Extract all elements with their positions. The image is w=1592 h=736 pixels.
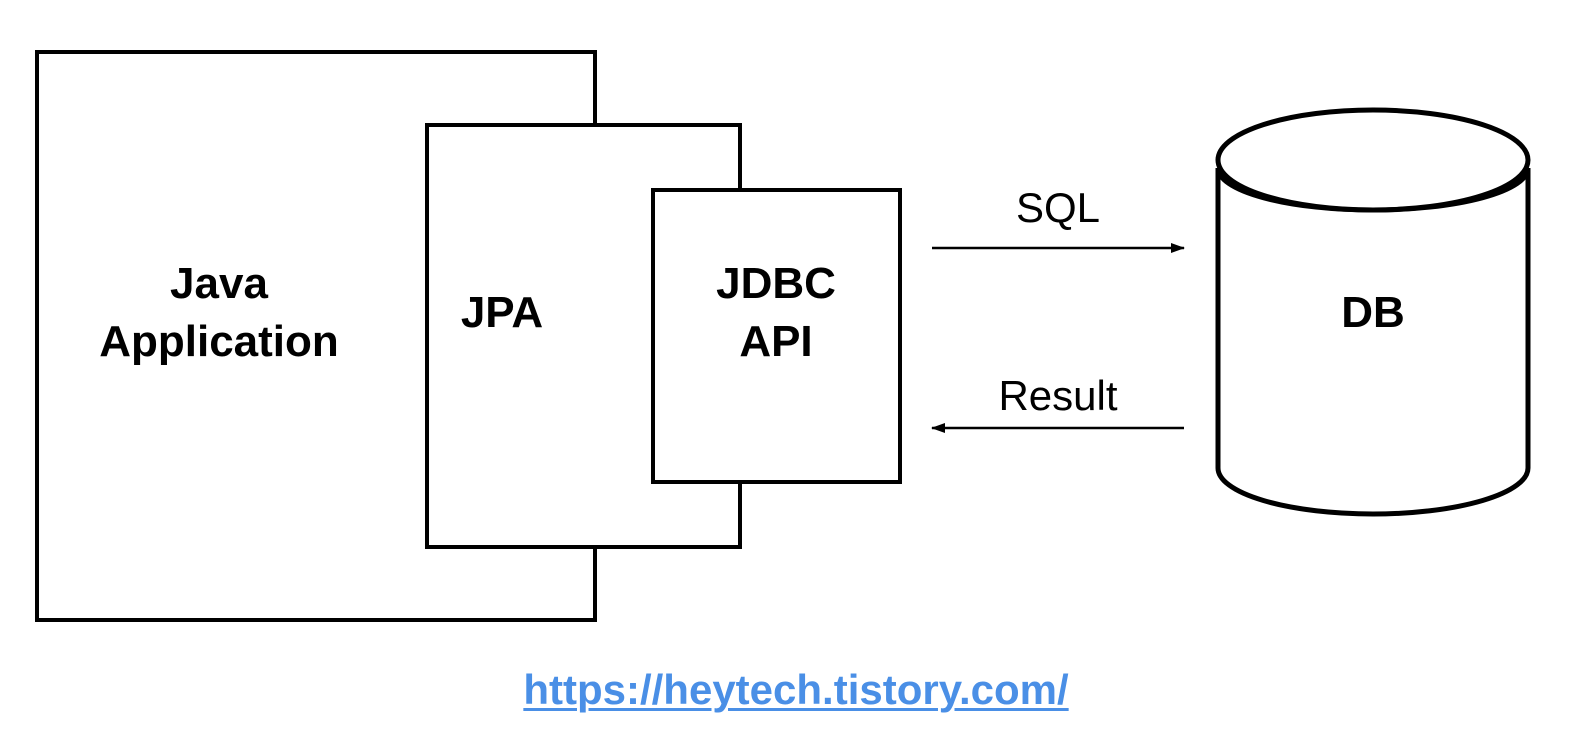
sql-request-arrow: SQL	[932, 184, 1185, 253]
db-label: DB	[1341, 288, 1405, 337]
jpa-label: JPA	[461, 288, 543, 337]
sql-label: SQL	[1016, 184, 1100, 231]
result-label: Result	[998, 372, 1117, 419]
result-response-arrow: Result	[931, 372, 1184, 433]
footer-url-link[interactable]: https://heytech.tistory.com/	[523, 666, 1069, 713]
jdbc-api-box: JDBC API	[651, 188, 902, 484]
jdbc-label-line2: API	[739, 317, 812, 366]
java-application-label-line2: Application	[99, 317, 339, 366]
java-application-label-line1: Java	[170, 259, 268, 308]
database-cylinder: DB	[1215, 107, 1531, 517]
jdbc-label-line1: JDBC	[716, 259, 836, 308]
footer-url-container: https://heytech.tistory.com/	[0, 664, 1592, 716]
